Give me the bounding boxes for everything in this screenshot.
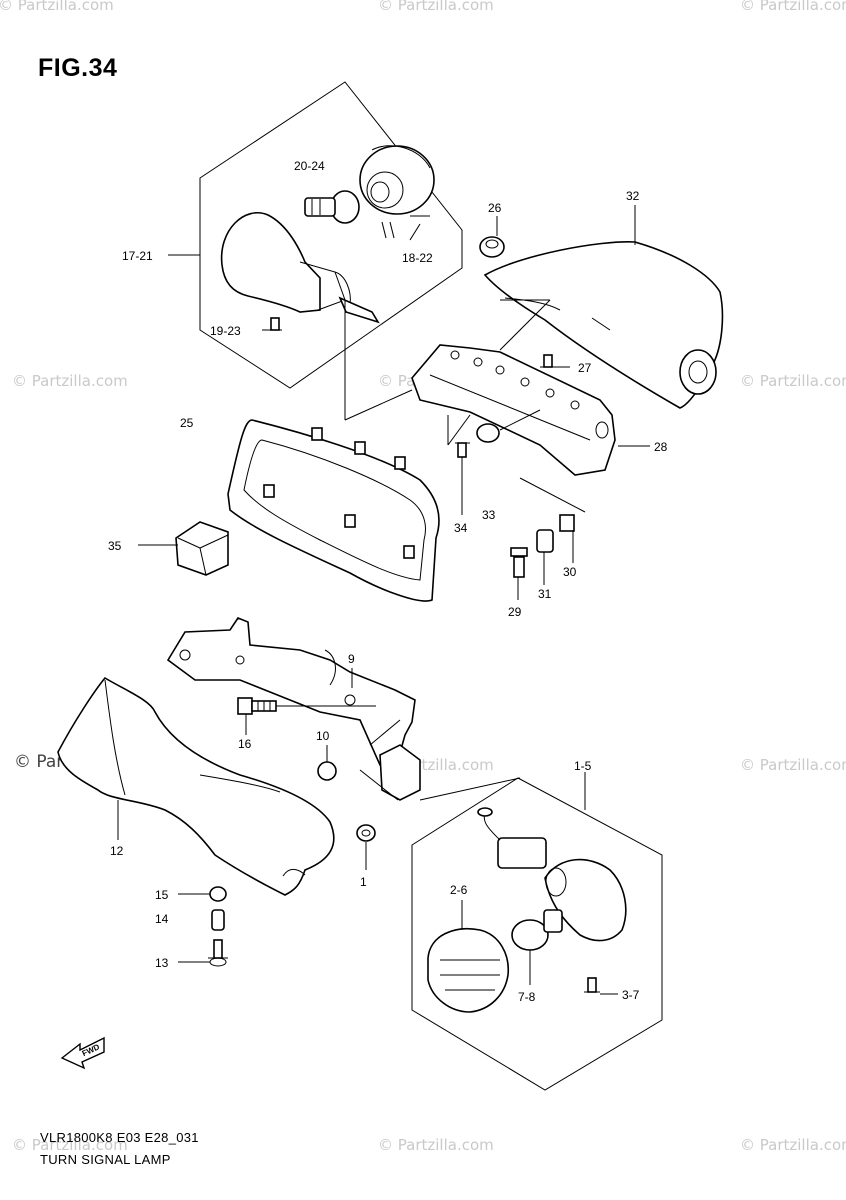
washer-15	[209, 886, 227, 902]
callout-13: 13	[155, 956, 169, 970]
turn-signal-relay	[175, 521, 229, 576]
callout-1: 1	[360, 875, 367, 889]
watermark: © Partzilla.com	[0, 0, 114, 14]
figure-title: FIG.34	[38, 54, 118, 82]
callout-33: 33	[482, 508, 496, 522]
license-plate-frame	[227, 419, 440, 602]
license-bolt	[510, 547, 528, 578]
front-signal-bracket	[166, 617, 421, 801]
bracket-bolt-16	[237, 697, 277, 715]
rear-signal-bulb	[304, 190, 360, 224]
callout-14: 14	[155, 912, 169, 926]
front-signal-screw	[584, 977, 600, 993]
watermark: © Partzilla.com	[740, 756, 846, 774]
callout-12: 12	[110, 844, 124, 858]
rear-fender-trim	[483, 241, 724, 409]
callout-29: 29	[508, 605, 522, 619]
rear-signal-lens	[220, 212, 380, 324]
grommet	[479, 236, 505, 258]
callout-18-22: 18-22	[402, 251, 433, 265]
bracket-nut-10	[317, 761, 337, 781]
callout-31: 31	[538, 587, 552, 601]
front-signal-housing	[477, 807, 627, 942]
license-cushion	[536, 529, 554, 553]
watermark: © Partzilla.com	[740, 372, 846, 390]
leader-lines	[117, 205, 650, 995]
callout-17-21: 17-21	[122, 249, 153, 263]
fwd-arrow-icon: FWD	[60, 1036, 105, 1070]
callout-19-23: 19-23	[210, 324, 241, 338]
bracket-screw	[540, 354, 556, 368]
watermark: © Partzilla.com	[12, 372, 128, 390]
callout-27: 27	[578, 361, 592, 375]
license-nut	[559, 514, 575, 532]
callout-28: 28	[654, 440, 668, 454]
callout-16: 16	[238, 737, 252, 751]
collar-14	[211, 909, 225, 931]
callout-30: 30	[563, 565, 577, 579]
callout-3-7: 3-7	[622, 988, 640, 1002]
license-plate-bracket	[411, 344, 616, 476]
front-signal-cover	[57, 676, 335, 896]
watermark: © Partzilla.com	[740, 1136, 846, 1154]
washer-1	[356, 824, 376, 842]
bracket-bolt	[455, 442, 470, 458]
callout-15: 15	[155, 888, 169, 902]
callout-35: 35	[108, 539, 122, 553]
figure-name: TURN SIGNAL LAMP	[40, 1152, 171, 1167]
watermark: © Partzilla.com	[378, 0, 494, 14]
rear-signal-screw	[268, 317, 282, 331]
bracket-collar	[476, 423, 500, 443]
callout-26: 26	[488, 201, 502, 215]
callout-9: 9	[348, 652, 355, 666]
front-signal-lens	[427, 928, 509, 1013]
callout-1-5: 1-5	[574, 759, 592, 773]
callout-2-6: 2-6	[450, 883, 468, 897]
callout-20-24: 20-24	[294, 159, 325, 173]
callout-32: 32	[626, 189, 640, 203]
watermark: © Partzilla.com	[12, 1136, 128, 1154]
figure-code: VLR1800K8 E03 E28_031	[40, 1130, 199, 1145]
rear-signal-socket	[359, 145, 435, 239]
callout-25: 25	[180, 416, 194, 430]
callout-7-8: 7-8	[518, 990, 536, 1004]
watermark: © Partzilla.com	[740, 0, 846, 14]
rear-signal-group-outline	[199, 81, 463, 389]
front-signal-bulb	[511, 909, 563, 951]
watermark: © Partzilla.com	[378, 1136, 494, 1154]
callout-34: 34	[454, 521, 468, 535]
callout-10: 10	[316, 729, 330, 743]
bolt-13	[208, 939, 228, 967]
